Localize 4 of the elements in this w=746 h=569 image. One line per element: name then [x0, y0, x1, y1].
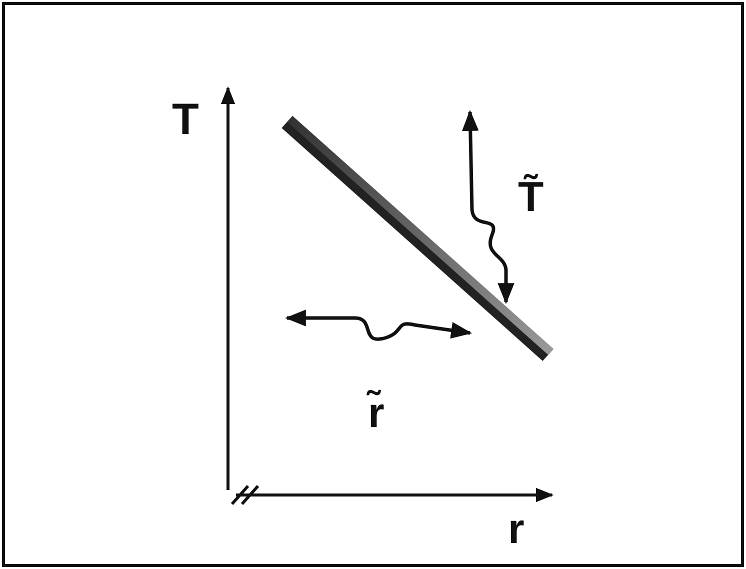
axis-label: T: [172, 98, 199, 142]
axis-label: T̃: [518, 176, 544, 218]
axis-label: r: [508, 508, 524, 550]
axis-label: r̃: [368, 392, 384, 434]
